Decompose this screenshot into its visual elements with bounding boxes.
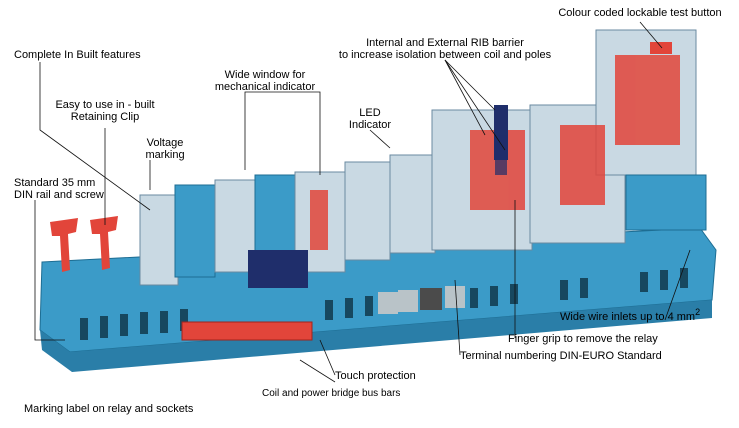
retaining-clips bbox=[50, 216, 118, 272]
callout-retaining-clip-line2: Retaining Clip bbox=[71, 111, 139, 123]
touch-protection-covers bbox=[378, 286, 465, 314]
callout-terminal-numbering: Terminal numbering DIN-EURO Standard bbox=[460, 350, 662, 362]
callout-led-line2: Indicator bbox=[349, 119, 392, 131]
callout-din-rail-line2: DIN rail and screw bbox=[14, 189, 104, 201]
callout-marking-label: Marking label on relay and sockets bbox=[24, 403, 194, 415]
callout-wide-window-line2: mechanical indicator bbox=[215, 81, 316, 93]
callout-voltage-line2: marking bbox=[145, 149, 184, 161]
callout-leader-lines bbox=[34, 21, 691, 383]
callout-led-line1: LED bbox=[359, 107, 380, 119]
callout-wide-wire-inlets: Wide wire inlets up to 4 mm2 bbox=[560, 307, 700, 323]
test-button bbox=[650, 42, 672, 54]
callout-wide-window-line1: Wide window for bbox=[225, 69, 306, 81]
callout-retaining-clip-line1: Easy to use in - built bbox=[55, 99, 154, 111]
callout-rib-barrier-line1: Internal and External RIB barrier bbox=[366, 37, 524, 49]
callout-touch-protection: Touch protection bbox=[335, 370, 416, 382]
callout-complete-built-in: Complete In Built features bbox=[14, 49, 141, 61]
callout-voltage-line1: Voltage bbox=[147, 137, 184, 149]
terminal-slots bbox=[80, 268, 688, 340]
callout-bus-bars: Coil and power bridge bus bars bbox=[262, 388, 400, 399]
callout-din-rail-line1: Standard 35 mm bbox=[14, 177, 95, 189]
callout-rib-barrier-line2: to increase isolation between coil and p… bbox=[339, 49, 552, 61]
power-bus-bar bbox=[181, 321, 313, 341]
callout-finger-grip: Finger grip to remove the relay bbox=[508, 333, 658, 345]
socket-base-front bbox=[40, 300, 712, 372]
coil-bus-bar bbox=[248, 250, 308, 288]
rib-barriers bbox=[494, 105, 508, 175]
small-relays bbox=[139, 154, 436, 286]
callout-colour-coded-button: Colour coded lockable test button bbox=[558, 7, 721, 19]
